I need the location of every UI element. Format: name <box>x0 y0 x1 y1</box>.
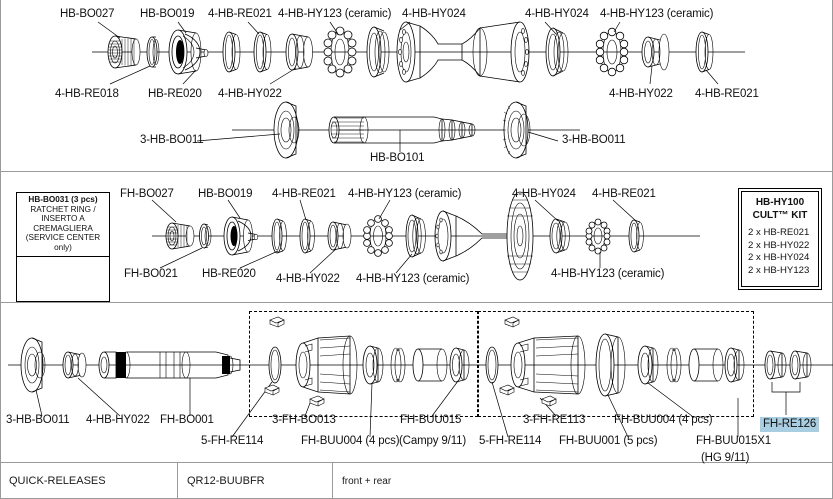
kit-item: 2 x HB-HY024 <box>748 252 810 264</box>
table-cell-code: QR12-BUUBFR <box>178 463 333 499</box>
part-label: FH-BO001 <box>160 414 214 426</box>
part-label: 4-HB-RE021 <box>695 88 759 100</box>
dashed-box-campy-freehub <box>249 311 478 417</box>
part-label: HB-BO101 <box>370 152 425 164</box>
part-label: 3-FH-BO013 <box>272 414 336 426</box>
part-label: 3-HB-BO011 <box>6 414 70 426</box>
part-label: 4-HB-RE021 <box>592 188 656 200</box>
dashed-box-hg-freehub <box>478 311 754 417</box>
part-label: 3-FH-RE113 <box>523 414 586 426</box>
part-label: 3-HB-BO011 <box>140 134 204 146</box>
part-label: 4-HB-HY022 <box>276 273 340 285</box>
part-label: 4-HB-HY123 (ceramic) <box>551 268 665 280</box>
kit-name: CULT™ KIT <box>752 209 808 221</box>
part-label: 4-HB-RE018 <box>55 88 119 100</box>
part-label: FH-BO021 <box>124 268 178 280</box>
kit-item: 2 x HB-HY123 <box>748 264 810 276</box>
kit-contents-list: 2 x HB-RE021 2 x HB-HY022 2 x HB-HY024 2… <box>748 227 812 277</box>
part-label: 4-HB-HY123 (ceramic) <box>356 273 470 285</box>
kit-item: 2 x HB-HY022 <box>748 239 810 251</box>
part-label: HB-RE020 <box>148 88 202 100</box>
part-label: FH-BUU004 (4 pcs) <box>614 414 713 426</box>
part-label: 4-HB-HY123 (ceramic) <box>348 188 462 200</box>
part-label: FH-BUU015X1 <box>696 435 772 447</box>
ratchet-ring-illustration <box>17 257 109 319</box>
service-center-box: HB-BO031 (3 pcs) RATCHET RING / INSERTO … <box>16 192 110 302</box>
part-label-sub: (Campy 9/11) <box>399 435 467 447</box>
part-label: 4-HB-RE021 <box>208 8 272 20</box>
part-label: 3-HB-BO011 <box>562 134 626 146</box>
service-center-header: HB-BO031 (3 pcs) RATCHET RING / INSERTO … <box>17 193 109 257</box>
part-label: HB-BO019 <box>140 8 195 20</box>
part-label: 4-HB-RE021 <box>272 188 336 200</box>
part-label: FH-BUU004 (4 pcs) <box>301 435 400 447</box>
panel-front-hub <box>0 0 833 172</box>
part-label: 4-HB-HY022 <box>218 88 282 100</box>
part-label: 4-HB-HY024 <box>525 8 589 20</box>
cult-kit-box: HB-HY100 CULT™ KIT 2 x HB-RE021 2 x HB-H… <box>738 188 822 290</box>
part-label: HB-BO027 <box>60 8 115 20</box>
part-label: 5-FH-RE114 <box>201 435 264 447</box>
service-box-line3: INSERTO A <box>41 214 85 224</box>
service-box-line5: (SERVICE CENTER only) <box>25 233 101 252</box>
table-cell-category: QUICK-RELEASES <box>0 463 178 499</box>
part-label: 4-HB-HY123 (ceramic) <box>278 8 392 20</box>
part-label: HB-BO019 <box>198 188 253 200</box>
kit-item: 2 x HB-RE021 <box>748 227 810 238</box>
table-cell-description: front + rear <box>342 475 392 487</box>
part-label: FH-BUU015 <box>400 414 462 426</box>
part-label: 5-FH-RE114 <box>479 435 542 447</box>
kit-code: HB-HY100 <box>755 197 805 208</box>
part-label: 4-HB-HY024 <box>512 188 576 200</box>
service-box-line2: RATCHET RING / <box>30 204 96 214</box>
part-label-sub: (HG 9/11) <box>701 452 750 464</box>
part-label: 4-HB-HY024 <box>402 8 466 20</box>
part-label-highlighted: FH-RE126 <box>760 417 820 432</box>
quick-release-table: QUICK-RELEASES QR12-BUUBFR front + rear <box>0 463 833 499</box>
part-label: FH-BO027 <box>120 188 174 200</box>
part-label: FH-BUU001 (5 pcs) <box>559 435 658 447</box>
service-box-line4: CREMAGLIERA <box>33 223 93 233</box>
part-label: HB-RE020 <box>202 268 256 280</box>
part-label: 4-HB-HY022 <box>609 88 673 100</box>
part-label: 4-HB-HY022 <box>86 414 150 426</box>
service-box-code: HB-BO031 (3 pcs) <box>28 195 98 204</box>
part-label: 4-HB-HY123 (ceramic) <box>600 8 714 20</box>
